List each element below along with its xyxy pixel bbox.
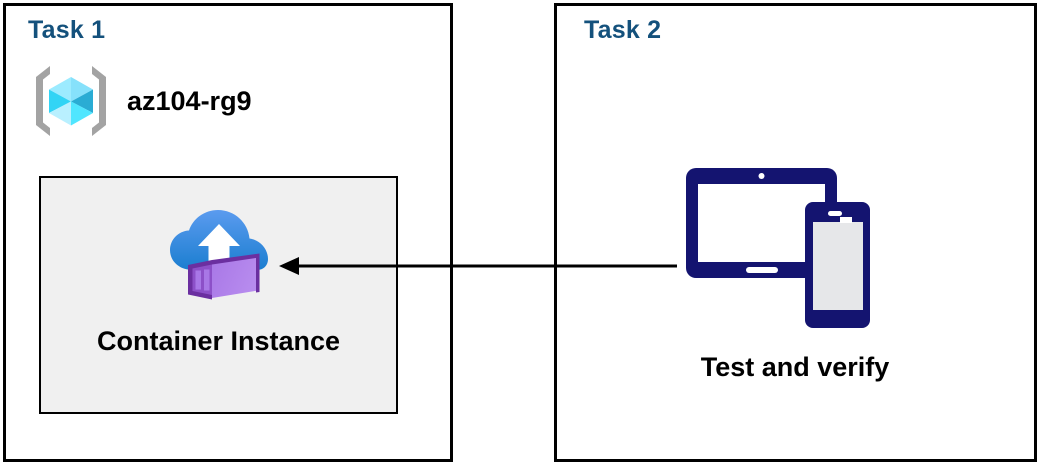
- resource-group-label: az104-rg9: [127, 85, 252, 116]
- devices-tablet-phone-icon: [686, 168, 870, 328]
- resource-group-row: az104-rg9: [30, 62, 320, 140]
- azure-container-instance-icon: [169, 210, 268, 300]
- test-and-verify-label: Test and verify: [700, 352, 890, 382]
- container-instance-label: Container Instance: [96, 326, 341, 356]
- panel-task-1-title: Task 1: [28, 16, 106, 44]
- azure-resource-group-icon: [36, 66, 106, 136]
- panel-task-2-title: Task 2: [584, 16, 662, 44]
- container-instance-box: Container Instance: [39, 176, 398, 414]
